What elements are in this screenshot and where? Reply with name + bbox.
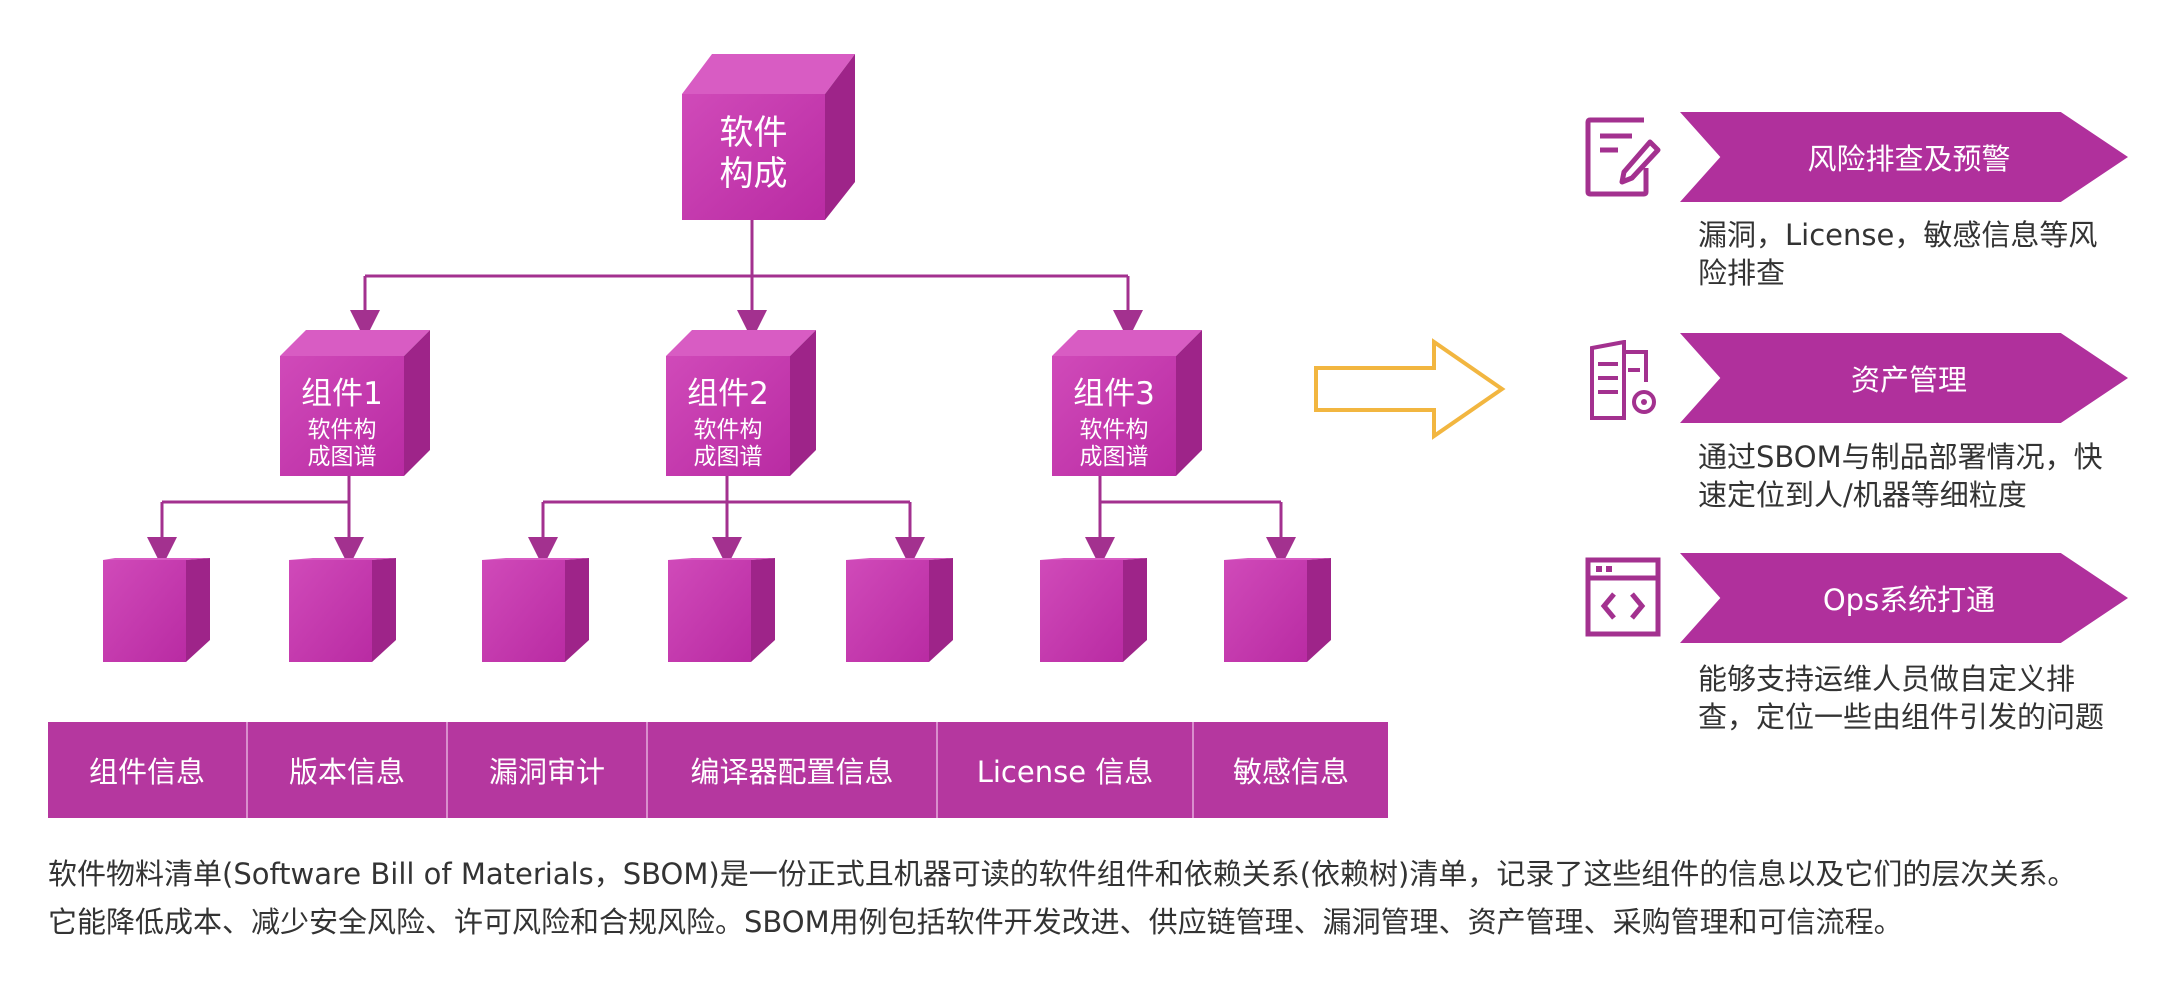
root-label-line1: 软件 bbox=[719, 113, 788, 153]
root-cube bbox=[682, 54, 855, 220]
feature-desc-line2: 速定位到人/机器等细粒度 bbox=[1698, 478, 2027, 512]
info-bar: 组件信息 版本信息 漏洞审计 编译器配置信息 License 信息 敏感信息 bbox=[48, 722, 1388, 818]
info-cell-license: License 信息 bbox=[938, 722, 1194, 818]
component-cube-2 bbox=[666, 330, 816, 476]
feature-desc-ops: 能够支持运维人员做自定义排 查，定位一些由组件引发的问题 bbox=[1698, 660, 2138, 736]
leaf-cube bbox=[482, 558, 589, 662]
component-subtitle-line1: 软件构 bbox=[1079, 417, 1149, 443]
info-cell-vuln-audit: 漏洞审计 bbox=[448, 722, 648, 818]
leaf-cube bbox=[103, 558, 210, 662]
feature-desc-line2: 查，定位一些由组件引发的问题 bbox=[1698, 700, 2105, 734]
component-subtitle-line2: 成图谱 bbox=[1079, 444, 1149, 470]
description-line2: 它能降低成本、减少安全风险、许可风险和合规风险。SBOM用例包括软件开发改进、供… bbox=[48, 905, 1903, 939]
feature-banner-ops: Ops系统打通 bbox=[1680, 553, 2128, 643]
leaf-cube bbox=[289, 558, 396, 662]
leaf-cube bbox=[846, 558, 953, 662]
code-window-icon bbox=[1585, 557, 1661, 637]
component-cube-1 bbox=[280, 330, 430, 476]
feature-desc-line1: 能够支持运维人员做自定义排 bbox=[1698, 662, 2076, 696]
connector-lines bbox=[147, 218, 1296, 567]
component-cube-3 bbox=[1052, 330, 1202, 476]
feature-banner-asset: 资产管理 bbox=[1680, 333, 2128, 423]
leaf-cube bbox=[1040, 558, 1147, 662]
component-subtitle-line2: 成图谱 bbox=[693, 444, 763, 470]
info-cell-compiler-config: 编译器配置信息 bbox=[648, 722, 938, 818]
right-arrow-icon bbox=[1314, 338, 1506, 440]
description-line1: 软件物料清单(Software Bill of Materials，SBOM)是… bbox=[48, 857, 2077, 891]
leaf-cube bbox=[668, 558, 775, 662]
sbom-tree-diagram bbox=[103, 54, 1331, 662]
feature-desc-risk: 漏洞，License，敏感信息等风 险排查 bbox=[1698, 216, 2138, 292]
component-subtitle-line1: 软件构 bbox=[307, 417, 377, 443]
component-title: 组件3 bbox=[1073, 376, 1155, 412]
edit-document-icon bbox=[1585, 117, 1661, 197]
feature-desc-line1: 漏洞，License，敏感信息等风 bbox=[1698, 218, 2098, 252]
feature-banner-risk: 风险排查及预警 bbox=[1680, 112, 2128, 202]
component-title: 组件1 bbox=[301, 376, 383, 412]
feature-desc-line2: 险排查 bbox=[1698, 256, 1786, 290]
description-text: 软件物料清单(Software Bill of Materials，SBOM)是… bbox=[48, 850, 2148, 946]
component-title: 组件2 bbox=[687, 376, 769, 412]
root-label-line2: 构成 bbox=[719, 153, 788, 194]
component-subtitle-line2: 成图谱 bbox=[307, 444, 377, 470]
feature-desc-asset: 通过SBOM与制品部署情况，快 速定位到人/机器等细粒度 bbox=[1698, 438, 2138, 514]
leaf-cube bbox=[1224, 558, 1331, 662]
info-cell-component: 组件信息 bbox=[48, 722, 248, 818]
feature-desc-line1: 通过SBOM与制品部署情况，快 bbox=[1698, 440, 2103, 474]
info-cell-sensitive: 敏感信息 bbox=[1232, 755, 1349, 789]
asset-settings-icon bbox=[1590, 340, 1656, 420]
component-subtitle-line1: 软件构 bbox=[693, 417, 763, 443]
root-cube-label: 软件 构成 bbox=[682, 113, 825, 195]
info-cell-version: 版本信息 bbox=[248, 722, 448, 818]
